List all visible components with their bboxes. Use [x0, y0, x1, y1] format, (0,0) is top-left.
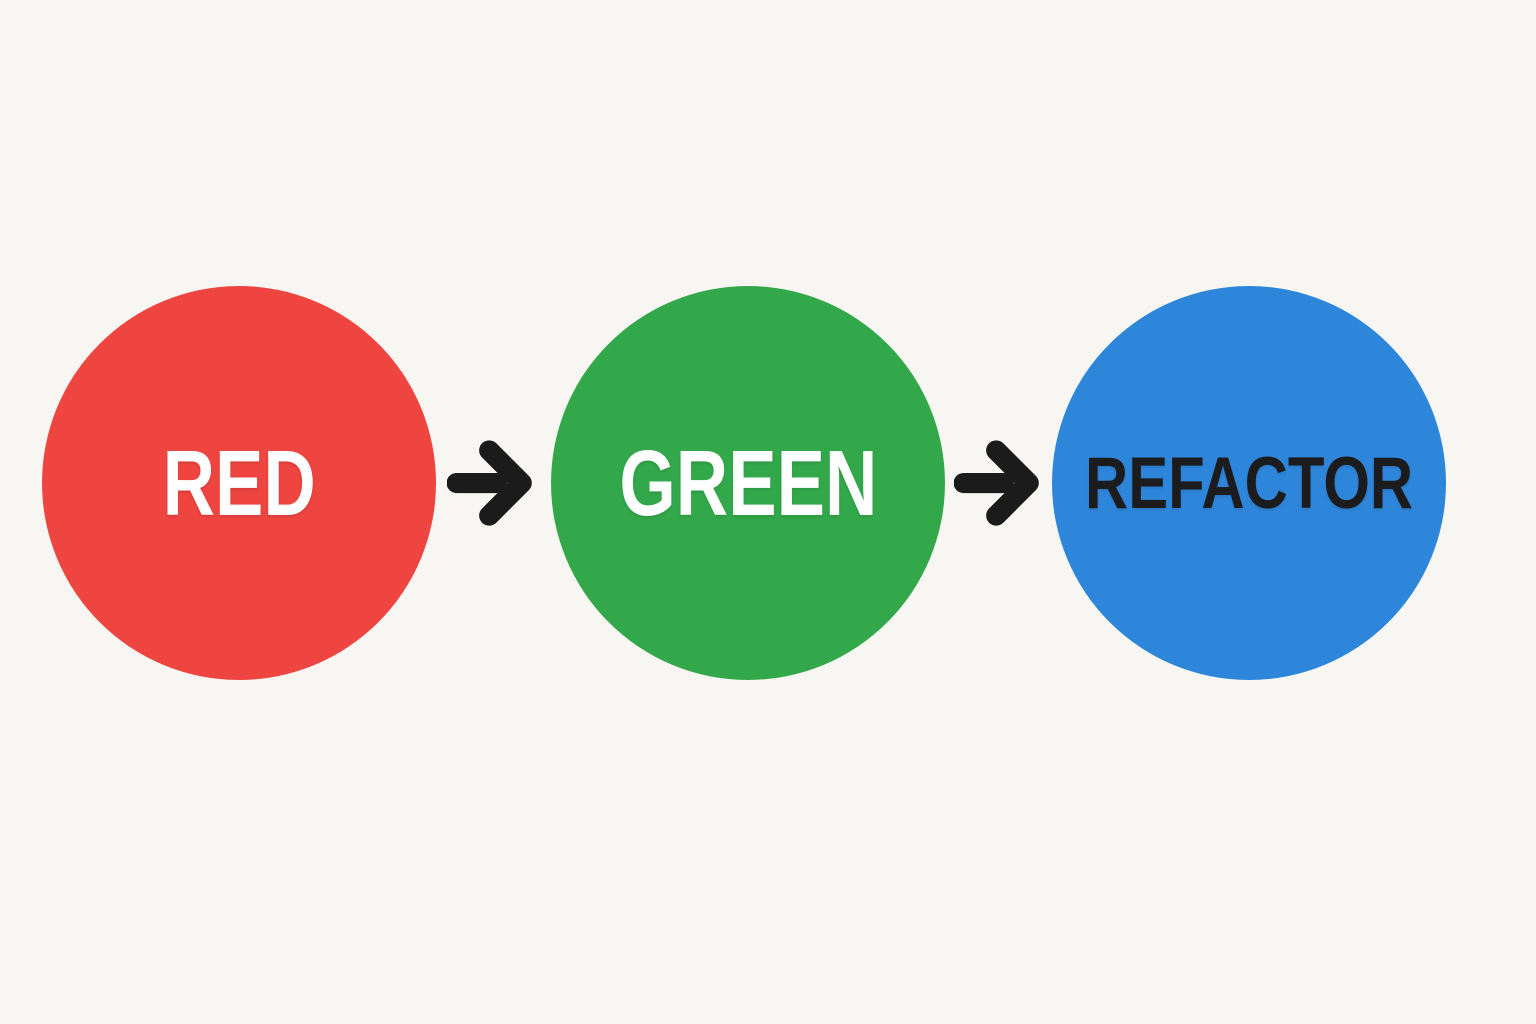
arrow-right-icon	[954, 440, 1039, 526]
step-label-green: GREEN	[619, 430, 877, 535]
step-label-red: RED	[162, 430, 316, 535]
step-label-refactor: REFACTOR	[1084, 442, 1414, 524]
step-circle-blue: REFACTOR	[1052, 286, 1446, 680]
arrow-right-icon	[447, 440, 532, 526]
arrow-head	[986, 440, 1039, 526]
step-circle-green: GREEN	[551, 286, 945, 680]
step-circle-red: RED	[42, 286, 436, 680]
arrow-head	[479, 440, 532, 526]
